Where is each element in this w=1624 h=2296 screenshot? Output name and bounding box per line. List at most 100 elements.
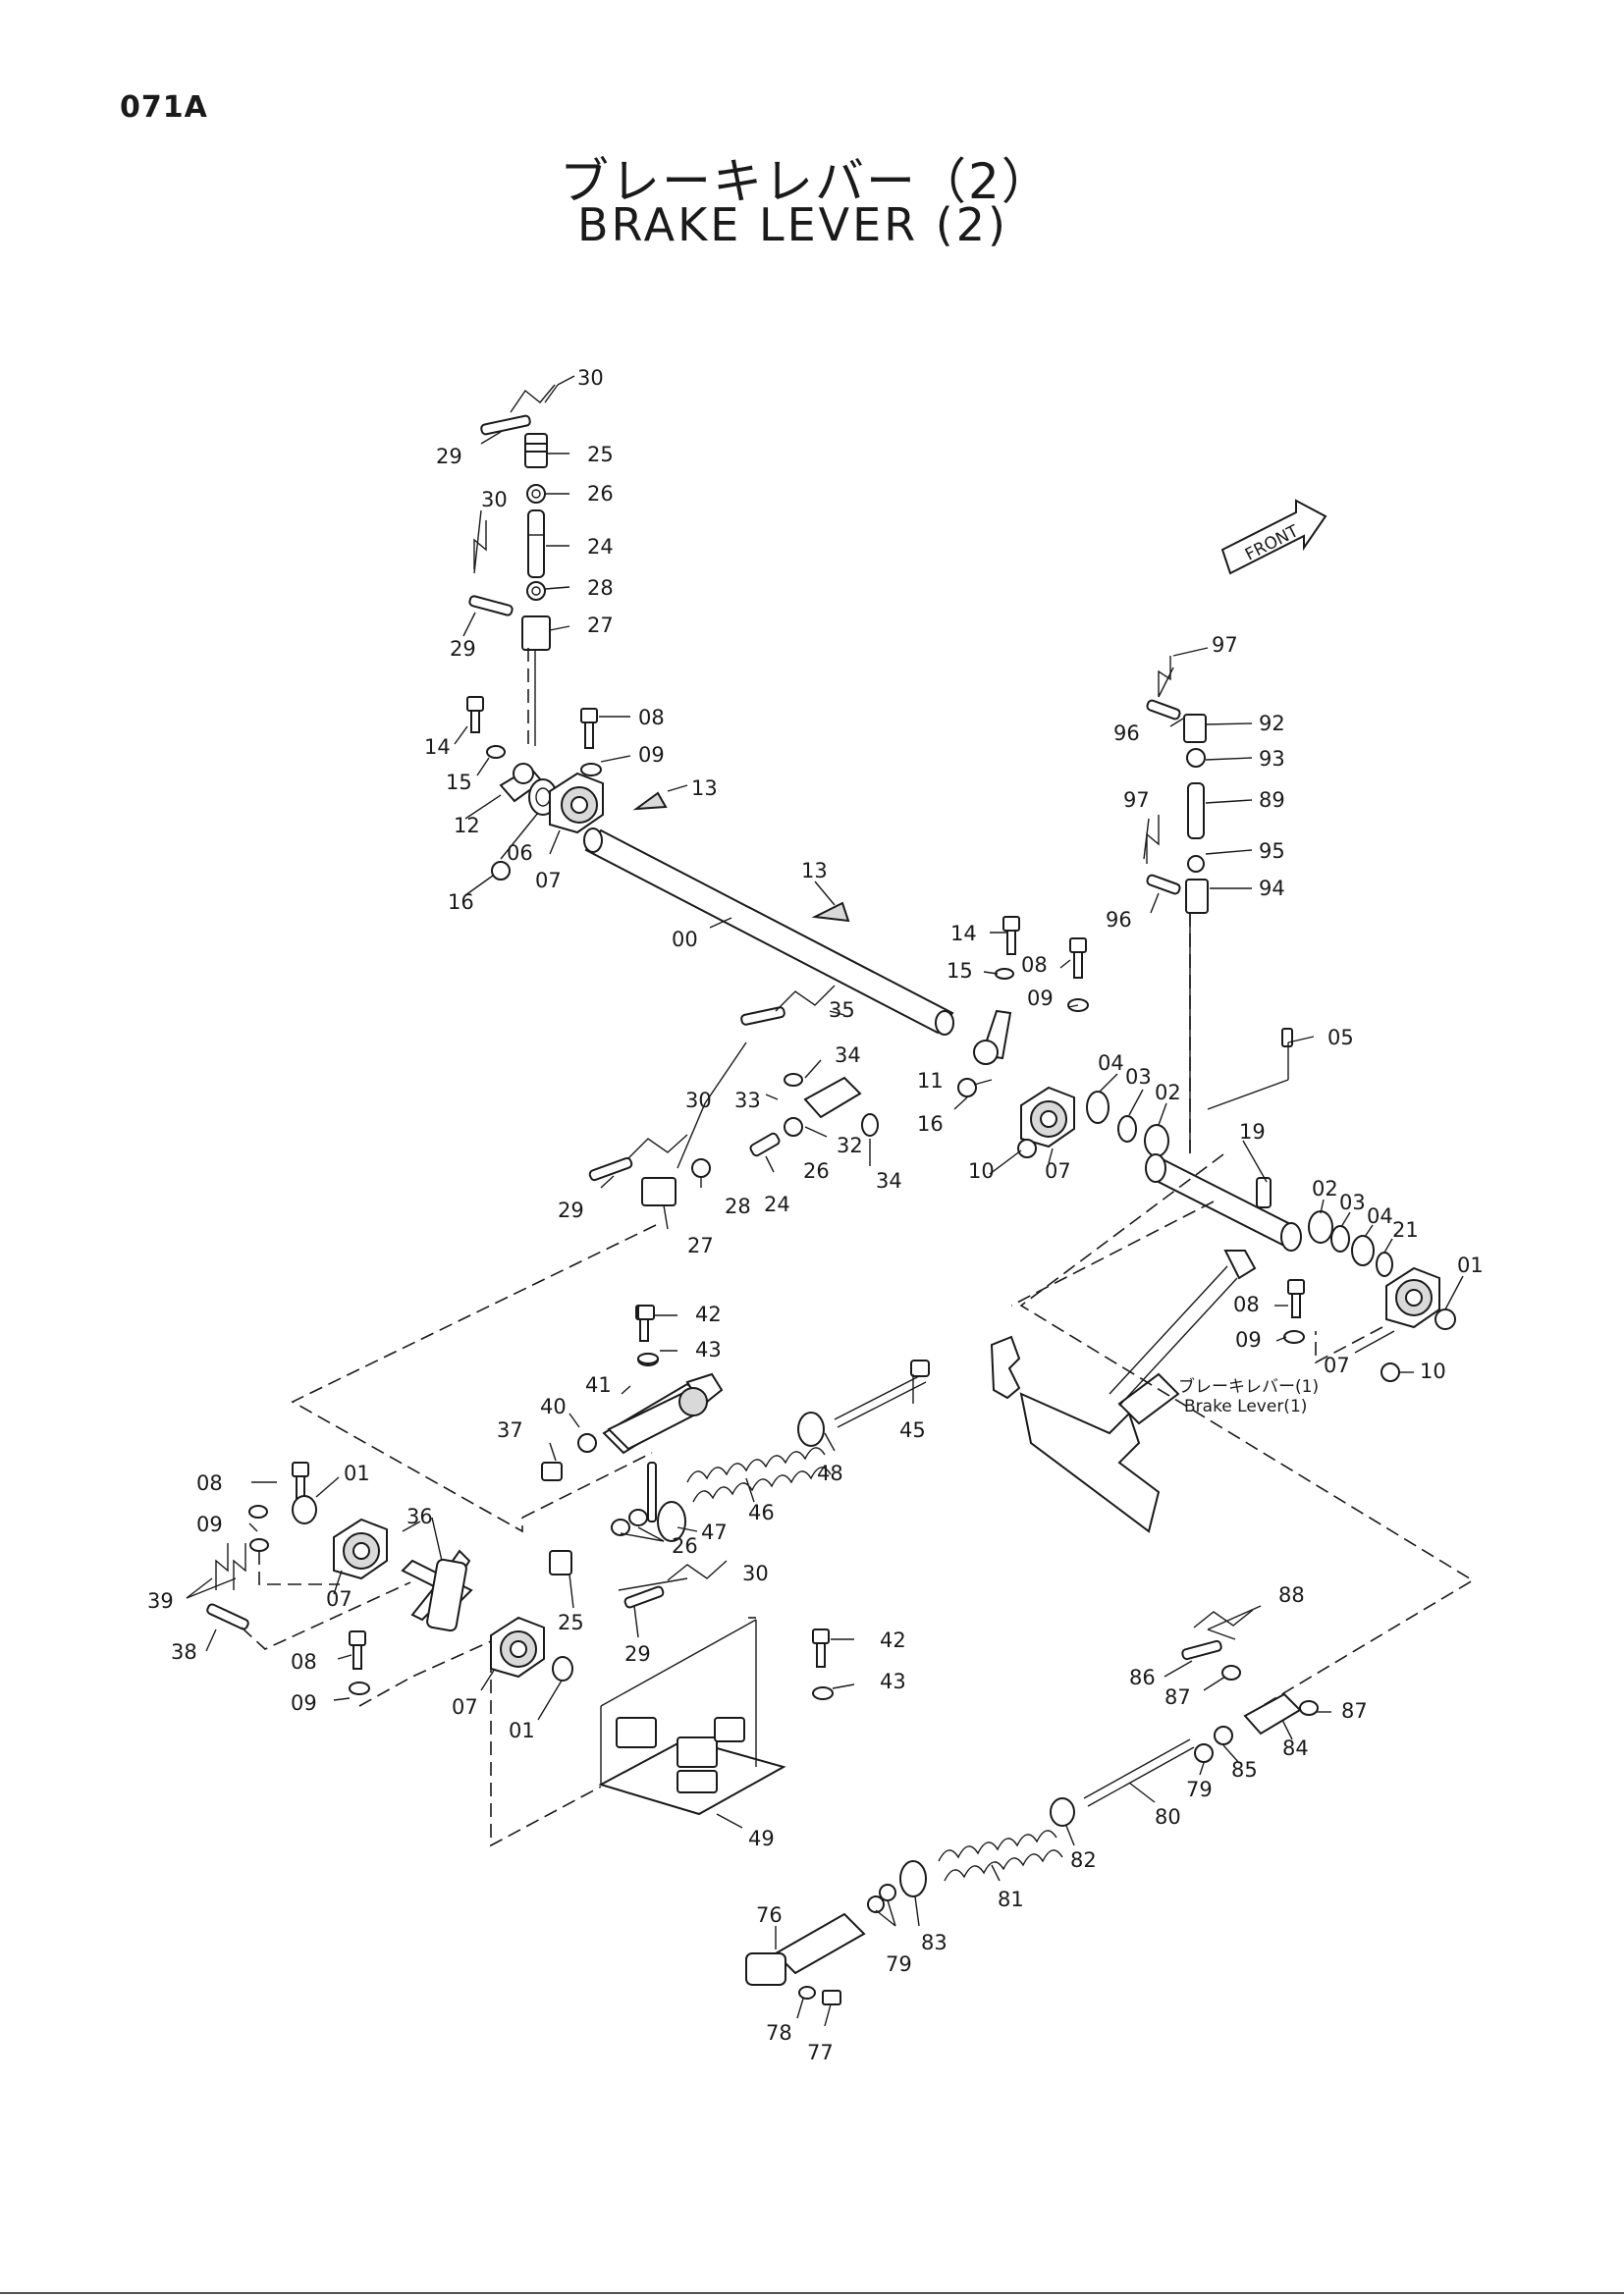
part-number-label: 35 — [829, 998, 855, 1022]
part-number-label: 05 — [1327, 1026, 1354, 1049]
part-number-label: 95 — [1259, 839, 1285, 863]
part-number-label: 00 — [672, 928, 698, 951]
part-number-label: 79 — [886, 1952, 912, 1976]
part-number-label: 36 — [406, 1505, 433, 1528]
part-number-label: 39 — [147, 1589, 174, 1613]
part-number-label: 47 — [701, 1521, 728, 1544]
part-number-label: 07 — [1045, 1159, 1071, 1183]
part-number-label: 08 — [1021, 953, 1048, 977]
part-number-label: 02 — [1312, 1177, 1338, 1201]
part-number-label: 07 — [326, 1587, 352, 1611]
part-number-labels: 30 29 25 26 30 24 28 29 27 14 08 15 09 1… — [147, 366, 1484, 2064]
part-number-label: 27 — [687, 1234, 714, 1257]
base-plate-assembly — [598, 1619, 834, 1816]
part-number-label: 16 — [448, 890, 474, 914]
part-number-label: 46 — [748, 1501, 775, 1524]
part-number-label: 07 — [535, 869, 562, 892]
brake-lever-1-label-en: Brake Lever(1) — [1184, 1397, 1307, 1416]
right-bearing-set — [1086, 1028, 1456, 1382]
part-number-label: 85 — [1231, 1758, 1258, 1782]
part-number-label: 16 — [917, 1112, 944, 1136]
part-number-label: 34 — [835, 1043, 861, 1067]
part-number-label: 14 — [424, 735, 451, 759]
part-number-label: 89 — [1259, 788, 1285, 812]
part-number-label: 97 — [1123, 788, 1150, 812]
part-number-label: 33 — [734, 1089, 761, 1112]
part-number-label: 02 — [1155, 1081, 1181, 1104]
part-number-label: 08 — [196, 1471, 223, 1495]
part-number-label: 41 — [585, 1373, 612, 1397]
part-number-label: 19 — [1239, 1120, 1266, 1144]
part-number-label: 07 — [1324, 1354, 1350, 1377]
leader-lines — [186, 375, 1464, 2027]
part-number-label: 10 — [968, 1159, 995, 1183]
part-number-label: 88 — [1278, 1583, 1305, 1607]
part-number-label: 29 — [450, 637, 476, 661]
part-number-label: 30 — [742, 1562, 769, 1585]
brake-lever-1-label-jp: ブレーキレバー(1) — [1178, 1376, 1319, 1397]
part-number-label: 42 — [695, 1303, 722, 1326]
part-number-label: 76 — [756, 1903, 783, 1927]
part-number-label: 27 — [587, 614, 614, 637]
part-number-label: 03 — [1125, 1065, 1152, 1089]
part-number-label: 13 — [691, 776, 718, 800]
part-number-label: 14 — [950, 922, 977, 945]
part-number-label: 37 — [497, 1418, 523, 1442]
part-number-label: 29 — [436, 445, 462, 468]
part-number-label: 84 — [1282, 1736, 1309, 1760]
lower-spring-cartridge — [745, 1609, 1319, 2005]
part-number-label: 25 — [587, 443, 614, 466]
part-number-label: 24 — [587, 535, 614, 559]
part-number-label: 29 — [624, 1642, 651, 1666]
part-number-label: 01 — [344, 1462, 370, 1485]
part-number-label: 80 — [1155, 1805, 1181, 1829]
part-number-label: 49 — [748, 1827, 775, 1850]
part-number-label: 28 — [725, 1195, 751, 1218]
part-number-label: 43 — [880, 1670, 906, 1693]
part-number-label: 97 — [1212, 633, 1238, 657]
part-number-label: 15 — [446, 771, 472, 794]
part-number-label: 08 — [1233, 1293, 1260, 1316]
part-number-label: 09 — [1027, 987, 1054, 1010]
part-number-label: 92 — [1259, 712, 1285, 735]
part-number-label: 82 — [1070, 1848, 1097, 1872]
middle-rod-linkage — [588, 985, 879, 1206]
part-number-label: 34 — [876, 1169, 902, 1193]
center-lever-assembly — [957, 916, 1089, 1158]
part-number-label: 26 — [672, 1534, 698, 1558]
title-english: BRAKE LEVER (2) — [577, 198, 1008, 251]
upper-right-rod-linkage — [1146, 656, 1209, 1153]
part-number-label: 79 — [1186, 1778, 1213, 1801]
part-number-label: 07 — [452, 1695, 478, 1719]
part-number-label: 86 — [1129, 1666, 1156, 1689]
title-japanese: ブレーキレバー（2） — [560, 153, 1053, 210]
part-number-label: 12 — [454, 814, 480, 837]
part-number-label: 38 — [171, 1640, 197, 1664]
part-number-label: 01 — [1457, 1254, 1484, 1277]
brake-lever-1-reference: ブレーキレバー(1) Brake Lever(1) — [990, 1250, 1319, 1533]
part-number-label: 96 — [1113, 721, 1140, 745]
part-number-label: 96 — [1106, 908, 1132, 932]
part-number-label: 30 — [577, 366, 604, 390]
page-code: 071A — [120, 90, 208, 125]
part-number-label: 04 — [1098, 1051, 1124, 1075]
front-arrow: FRONT — [1220, 499, 1327, 575]
part-number-label: 83 — [921, 1931, 947, 1954]
part-number-label: 42 — [880, 1629, 906, 1652]
part-number-label: 25 — [558, 1611, 584, 1634]
part-number-label: 30 — [685, 1089, 712, 1112]
part-number-label: 43 — [695, 1338, 722, 1362]
part-number-label: 13 — [801, 859, 828, 882]
upper-spring-cartridge — [549, 1305, 930, 1609]
spring-46 — [686, 1447, 832, 1503]
part-number-label: 15 — [947, 959, 973, 983]
upper-left-rod-linkage — [466, 384, 668, 881]
part-number-label: 26 — [803, 1159, 830, 1183]
part-number-label: 32 — [837, 1134, 863, 1157]
part-number-label: 08 — [638, 706, 665, 729]
part-number-label: 10 — [1420, 1360, 1446, 1383]
part-number-label: 87 — [1164, 1685, 1191, 1709]
part-number-label: 87 — [1341, 1699, 1368, 1723]
part-number-label: 94 — [1259, 877, 1285, 900]
